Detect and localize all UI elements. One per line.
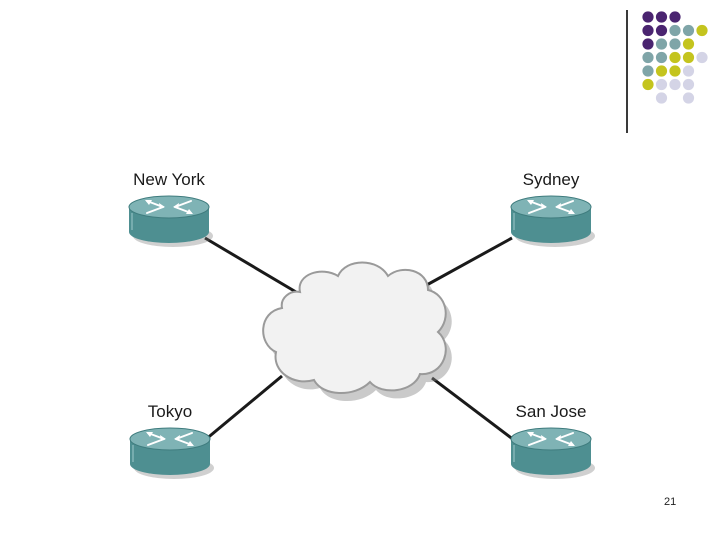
decorative-dot [642, 51, 654, 64]
decorative-dot [655, 38, 668, 50]
decorative-dot [655, 92, 668, 104]
decorative-dot [669, 65, 681, 77]
site-label-tokyo: Tokyo [147, 402, 193, 421]
decorative-dot [682, 92, 695, 104]
network-links [204, 236, 515, 442]
decorative-dot [682, 78, 695, 91]
sydney-router-icon [510, 195, 595, 247]
decorative-dot [655, 24, 668, 37]
decorative-dot [682, 51, 695, 64]
wan-cloud-icon [262, 261, 452, 402]
decorative-dot [696, 51, 708, 64]
decorative-dot [642, 78, 654, 91]
decorative-dot [655, 11, 668, 23]
decorative-dot-grid [642, 11, 708, 104]
decorative-dot [669, 78, 681, 91]
decorative-vertical-rule [626, 10, 628, 133]
decorative-dot [655, 78, 668, 91]
decorative-dot [655, 51, 668, 64]
decorative-dot [669, 24, 681, 37]
decorative-dot [642, 24, 654, 37]
decorative-dot [669, 51, 681, 64]
site-label-sydney: Sydney [522, 170, 580, 189]
san-jose-router-icon [510, 427, 595, 479]
decorative-dot [642, 65, 654, 77]
decorative-dot [655, 65, 668, 77]
site-label-new-york: New York [133, 170, 205, 189]
decorative-dot [669, 11, 681, 23]
decorative-dot [682, 24, 695, 37]
link-tokyo-to-wan-cloud [204, 374, 283, 442]
link-new-york-to-wan-cloud [204, 236, 297, 294]
decorative-dot [682, 38, 695, 50]
decorative-dot [682, 65, 695, 77]
link-san-jose-to-wan-cloud [431, 376, 515, 442]
decorative-dot [669, 38, 681, 50]
site-label-san-jose: San Jose [515, 402, 587, 421]
link-sydney-to-wan-cloud [413, 236, 513, 294]
page-number: 21 [664, 496, 677, 508]
tokyo-router-icon [129, 427, 214, 479]
decorative-dot [696, 24, 708, 37]
decorative-dot [642, 38, 654, 50]
decorative-dot [642, 11, 654, 23]
new-york-router-icon [128, 195, 213, 247]
